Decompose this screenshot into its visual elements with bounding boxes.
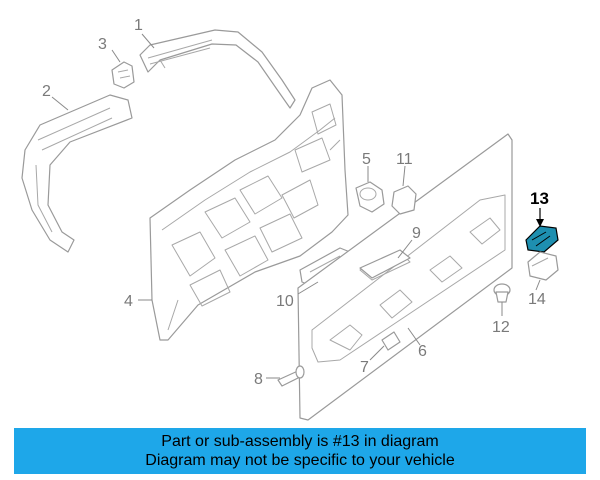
callout-2: 2	[42, 83, 51, 100]
part-3-clip	[111, 61, 135, 89]
callout-11: 11	[396, 151, 413, 168]
part-5-stopper	[355, 181, 385, 213]
part-11-cushion	[391, 185, 417, 215]
banner-line-1: Part or sub-assembly is #13 in diagram	[161, 433, 439, 450]
part-13-highlighted	[525, 225, 559, 253]
part-6-lower-panel	[297, 133, 513, 421]
part-8-screw	[277, 365, 305, 387]
callout-14: 14	[528, 291, 546, 308]
callout-8: 8	[254, 371, 263, 388]
callout-12: 12	[492, 319, 510, 336]
part-4-trim-panel	[149, 79, 349, 341]
parts-diagram: 1 2 3 4 5 6 7 8 9 10 11 12 13 14	[21, 17, 559, 421]
part-12-grommet	[493, 283, 511, 303]
callout-9: 9	[412, 225, 421, 242]
callout-6: 6	[418, 343, 427, 360]
callout-10: 10	[276, 293, 294, 310]
leader-lines	[51, 33, 544, 379]
banner-line-2: Diagram may not be specific to your vehi…	[145, 452, 455, 469]
callout-1: 1	[134, 17, 143, 34]
callout-5: 5	[362, 151, 371, 168]
info-banner: Part or sub-assembly is #13 in diagram D…	[14, 428, 586, 474]
part-9-insert	[359, 249, 411, 279]
part-2-side-garnish	[21, 94, 133, 253]
part-1-upper-garnish	[139, 29, 296, 109]
callout-4: 4	[124, 293, 133, 310]
callout-3: 3	[98, 36, 107, 53]
part-14-clip	[527, 251, 559, 281]
callout-7: 7	[360, 359, 369, 376]
part-7-clip	[381, 331, 401, 351]
callout-13: 13	[530, 189, 549, 208]
